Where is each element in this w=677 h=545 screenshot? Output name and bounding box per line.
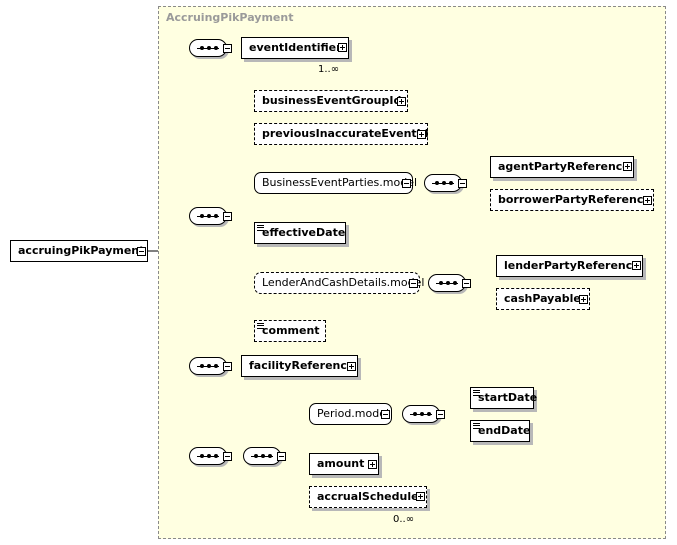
collapse-icon[interactable] — [436, 410, 445, 419]
borrower-party-reference-label: borrowerPartyReference — [498, 193, 651, 206]
cash-payable-element[interactable]: cashPayable — [496, 288, 590, 310]
effective-date-element[interactable]: effectiveDate — [254, 222, 346, 244]
sequence-compositor-6 — [424, 174, 462, 192]
lender-and-cash-details-group[interactable]: LenderAndCashDetails.model — [254, 272, 424, 294]
root-element-label: accruingPikPayment — [18, 244, 145, 257]
collapse-icon[interactable] — [402, 179, 411, 188]
end-date-label: endDate — [478, 424, 531, 437]
complex-type-title: AccruingPikPayment — [166, 11, 294, 24]
collapse-icon[interactable] — [458, 179, 467, 188]
sequence-compositor-1 — [189, 39, 227, 57]
expand-icon[interactable] — [643, 196, 652, 205]
simple-content-icon — [473, 390, 480, 396]
comment-label: comment — [262, 324, 320, 337]
event-identifier-label: eventIdentifier — [249, 41, 342, 54]
expand-icon[interactable] — [579, 295, 588, 304]
collapse-icon[interactable] — [223, 362, 232, 371]
business-event-group-id-element[interactable]: businessEventGroupId — [254, 90, 408, 112]
start-date-label: startDate — [478, 391, 538, 404]
effective-date-label: effectiveDate — [262, 226, 346, 239]
business-event-parties-group[interactable]: BusinessEventParties.model — [254, 172, 417, 194]
lender-and-cash-details-label: LenderAndCashDetails.model — [262, 276, 425, 289]
expand-icon[interactable] — [623, 162, 632, 171]
simple-content-icon — [257, 225, 264, 231]
collapse-icon[interactable] — [462, 279, 471, 288]
previous-inaccurate-event-id-label: previousInaccurateEventId — [262, 127, 429, 140]
sequence-compositor-4 — [189, 447, 227, 465]
expand-icon[interactable] — [397, 97, 406, 106]
expand-icon[interactable] — [417, 130, 426, 139]
sequence-compositor-7 — [428, 274, 466, 292]
accrual-schedule-label: accrualSchedule — [317, 490, 419, 503]
period-model-group[interactable]: Period.model — [309, 403, 392, 425]
business-event-parties-label: BusinessEventParties.model — [262, 176, 418, 189]
sequence-compositor-3 — [189, 357, 227, 375]
simple-content-icon — [257, 323, 264, 329]
facility-reference-label: facilityReference — [249, 359, 355, 372]
cash-payable-label: cashPayable — [504, 292, 581, 305]
agent-party-reference-element[interactable]: agentPartyReference — [490, 156, 634, 178]
accrual-schedule-element[interactable]: accrualSchedule — [309, 486, 427, 508]
collapse-icon[interactable] — [223, 44, 232, 53]
period-model-label: Period.model — [317, 407, 390, 420]
accrual-schedule-cardinality: 0..∞ — [393, 514, 415, 525]
sequence-compositor-2 — [189, 207, 227, 225]
lender-party-reference-label: lenderPartyReference — [504, 259, 640, 272]
agent-party-reference-label: agentPartyReference — [498, 160, 630, 173]
start-date-element[interactable]: startDate — [470, 387, 538, 409]
collapse-icon[interactable] — [223, 452, 232, 461]
collapse-icon[interactable] — [277, 452, 286, 461]
sequence-compositor-5 — [243, 447, 281, 465]
comment-element[interactable]: comment — [254, 320, 326, 342]
end-date-element[interactable]: endDate — [470, 420, 530, 442]
event-identifier-element[interactable]: eventIdentifier — [241, 37, 349, 59]
previous-inaccurate-event-id-element[interactable]: previousInaccurateEventId — [254, 123, 429, 145]
collapse-icon[interactable] — [381, 410, 390, 419]
expand-icon[interactable] — [347, 362, 356, 371]
expand-icon[interactable] — [368, 460, 377, 469]
collapse-icon[interactable] — [409, 279, 418, 288]
expand-icon[interactable] — [632, 261, 641, 270]
event-identifier-cardinality: 1..∞ — [318, 64, 340, 75]
collapse-icon[interactable] — [223, 212, 232, 221]
root-element[interactable]: accruingPikPayment — [10, 240, 148, 262]
amount-label: amount — [317, 457, 365, 470]
amount-element[interactable]: amount — [309, 453, 379, 475]
lender-party-reference-element[interactable]: lenderPartyReference — [496, 255, 643, 277]
expand-icon[interactable] — [338, 43, 347, 52]
expand-icon[interactable] — [416, 492, 425, 501]
simple-content-icon — [473, 423, 480, 429]
sequence-compositor-8 — [402, 405, 440, 423]
facility-reference-element[interactable]: facilityReference — [241, 355, 358, 377]
business-event-group-id-label: businessEventGroupId — [262, 94, 402, 107]
borrower-party-reference-element[interactable]: borrowerPartyReference — [490, 189, 654, 211]
collapse-icon[interactable] — [137, 247, 146, 256]
